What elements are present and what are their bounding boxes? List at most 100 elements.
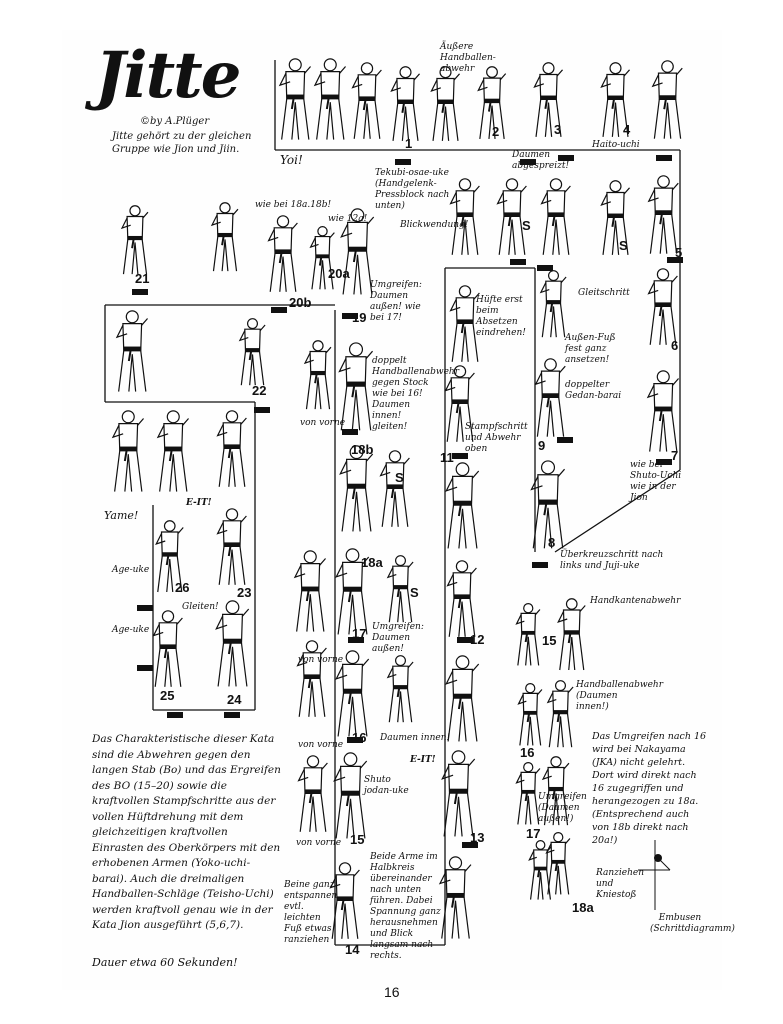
karate-figure — [539, 270, 567, 338]
karate-figure — [338, 342, 374, 431]
subtitle: Jitte gehört zu der gleichen Gruppe wie … — [112, 131, 252, 155]
step-marker — [167, 712, 183, 718]
note-outer-palm: Äußere Handballen-abwehr — [440, 42, 496, 74]
karate-figure — [293, 550, 326, 632]
karate-figure — [278, 58, 311, 140]
kata-duration: Dauer etwa 60 Sekunden! — [92, 956, 238, 969]
karate-figure — [496, 178, 527, 255]
step-number: 8 — [548, 535, 556, 550]
note-von-vorne-3: von vorne — [298, 740, 344, 750]
step-marker — [656, 459, 672, 465]
note-von-vorne-2: von vorne — [298, 655, 344, 665]
karate-figure — [444, 655, 479, 742]
step-number: S — [522, 218, 531, 233]
step-marker — [342, 429, 358, 435]
step-number: 18a — [572, 900, 594, 915]
note-gedan: doppelter Gedan-barai — [565, 380, 622, 401]
step-marker — [224, 712, 240, 718]
step-number: 15 — [542, 633, 557, 648]
note-gleiten: Gleiten! — [182, 602, 219, 612]
step-marker — [347, 737, 363, 743]
step-number: 16 — [520, 745, 535, 760]
note-age-uke-1: Age-uke — [112, 565, 150, 575]
step-number: 14 — [345, 942, 360, 957]
step-number: 4 — [623, 122, 631, 137]
karate-figure — [429, 66, 460, 141]
karate-figure — [334, 650, 369, 737]
karate-figure — [339, 208, 374, 295]
step-number: S — [619, 238, 628, 253]
karate-figure — [557, 598, 586, 671]
step-number: 24 — [227, 692, 242, 707]
note-daumen-ab: Daumen abgespreizt! — [512, 150, 570, 171]
karate-figure — [313, 58, 346, 140]
karate-figure — [332, 752, 367, 839]
karate-figure — [156, 410, 189, 492]
note-yame: Yame! — [104, 509, 139, 522]
karate-figure — [389, 66, 420, 141]
note-beide-arme: Beide Arme im Halbkreis übereinander nac… — [370, 852, 441, 961]
note-doppelt: doppelt Handballenabwehr gegen Stock wie… — [372, 356, 460, 432]
karate-figure — [444, 365, 475, 442]
step-number: 17 — [526, 826, 541, 841]
karate-figure — [338, 445, 373, 532]
step-marker — [254, 407, 270, 413]
step-number: 2 — [492, 124, 500, 139]
step-number: 22 — [252, 383, 267, 398]
step-marker — [656, 155, 672, 161]
karate-figure — [386, 655, 414, 723]
step-number: 12 — [470, 632, 485, 647]
karate-figure — [152, 610, 183, 687]
karate-figure — [532, 62, 563, 137]
karate-figure — [444, 462, 479, 549]
note-von-vorne-1: von vorne — [300, 418, 346, 428]
step-number: 13 — [470, 830, 485, 845]
note-yoi: Yoi! — [280, 153, 303, 167]
note-shuto-jion: wie bei Shuto-Uchi wie in der Jion — [630, 460, 682, 503]
karate-figure — [216, 410, 247, 487]
step-number: S — [395, 470, 404, 485]
karate-figure — [111, 410, 144, 492]
step-marker — [537, 265, 553, 271]
step-marker — [271, 307, 287, 313]
step-number: 20b — [289, 295, 312, 310]
note-gleitschritt: Gleitschritt — [578, 288, 630, 298]
step-number: 20a — [328, 266, 350, 281]
step-number: 1 — [405, 136, 413, 151]
karate-figure — [515, 603, 541, 666]
step-number: 16 — [352, 730, 367, 745]
note-wie12a: wie 12a! — [328, 214, 368, 224]
step-marker — [137, 605, 153, 611]
step-number: 15 — [350, 832, 365, 847]
karate-figure — [238, 318, 266, 386]
karate-figure — [646, 370, 679, 452]
kata-description: Das Charakteristische dieser Kata sind d… — [92, 733, 281, 931]
step-marker — [510, 259, 526, 265]
note-tekubi: Tekubi-osae-uke (Handgelenk-Pressblock n… — [375, 168, 450, 211]
karate-figure — [534, 358, 566, 437]
karate-figure — [517, 683, 543, 746]
karate-figure — [120, 205, 149, 275]
karate-figure — [334, 548, 369, 635]
page-number: 16 — [384, 984, 400, 1000]
step-number: 5 — [675, 245, 683, 260]
step-marker — [462, 842, 478, 848]
note-umgreifen-b: Umgreifen (Daumen außen!) — [538, 792, 587, 824]
karate-figure — [296, 640, 327, 717]
karate-figure — [449, 285, 480, 362]
note-embusen: Embusen (Schrittdiagramm) — [650, 913, 735, 934]
karate-figure — [438, 856, 471, 939]
step-marker — [395, 159, 411, 165]
karate-figure — [379, 450, 410, 527]
step-number: 19 — [352, 310, 367, 325]
note-daumen-innen: Daumen innen! — [380, 733, 451, 743]
karate-figure — [303, 340, 332, 410]
step-marker — [520, 159, 536, 165]
note-eit-2: E-IT! — [410, 755, 436, 765]
step-number: 17 — [352, 626, 367, 641]
step-marker — [342, 313, 358, 319]
karate-figure — [647, 268, 678, 345]
karate-figure — [541, 756, 570, 826]
